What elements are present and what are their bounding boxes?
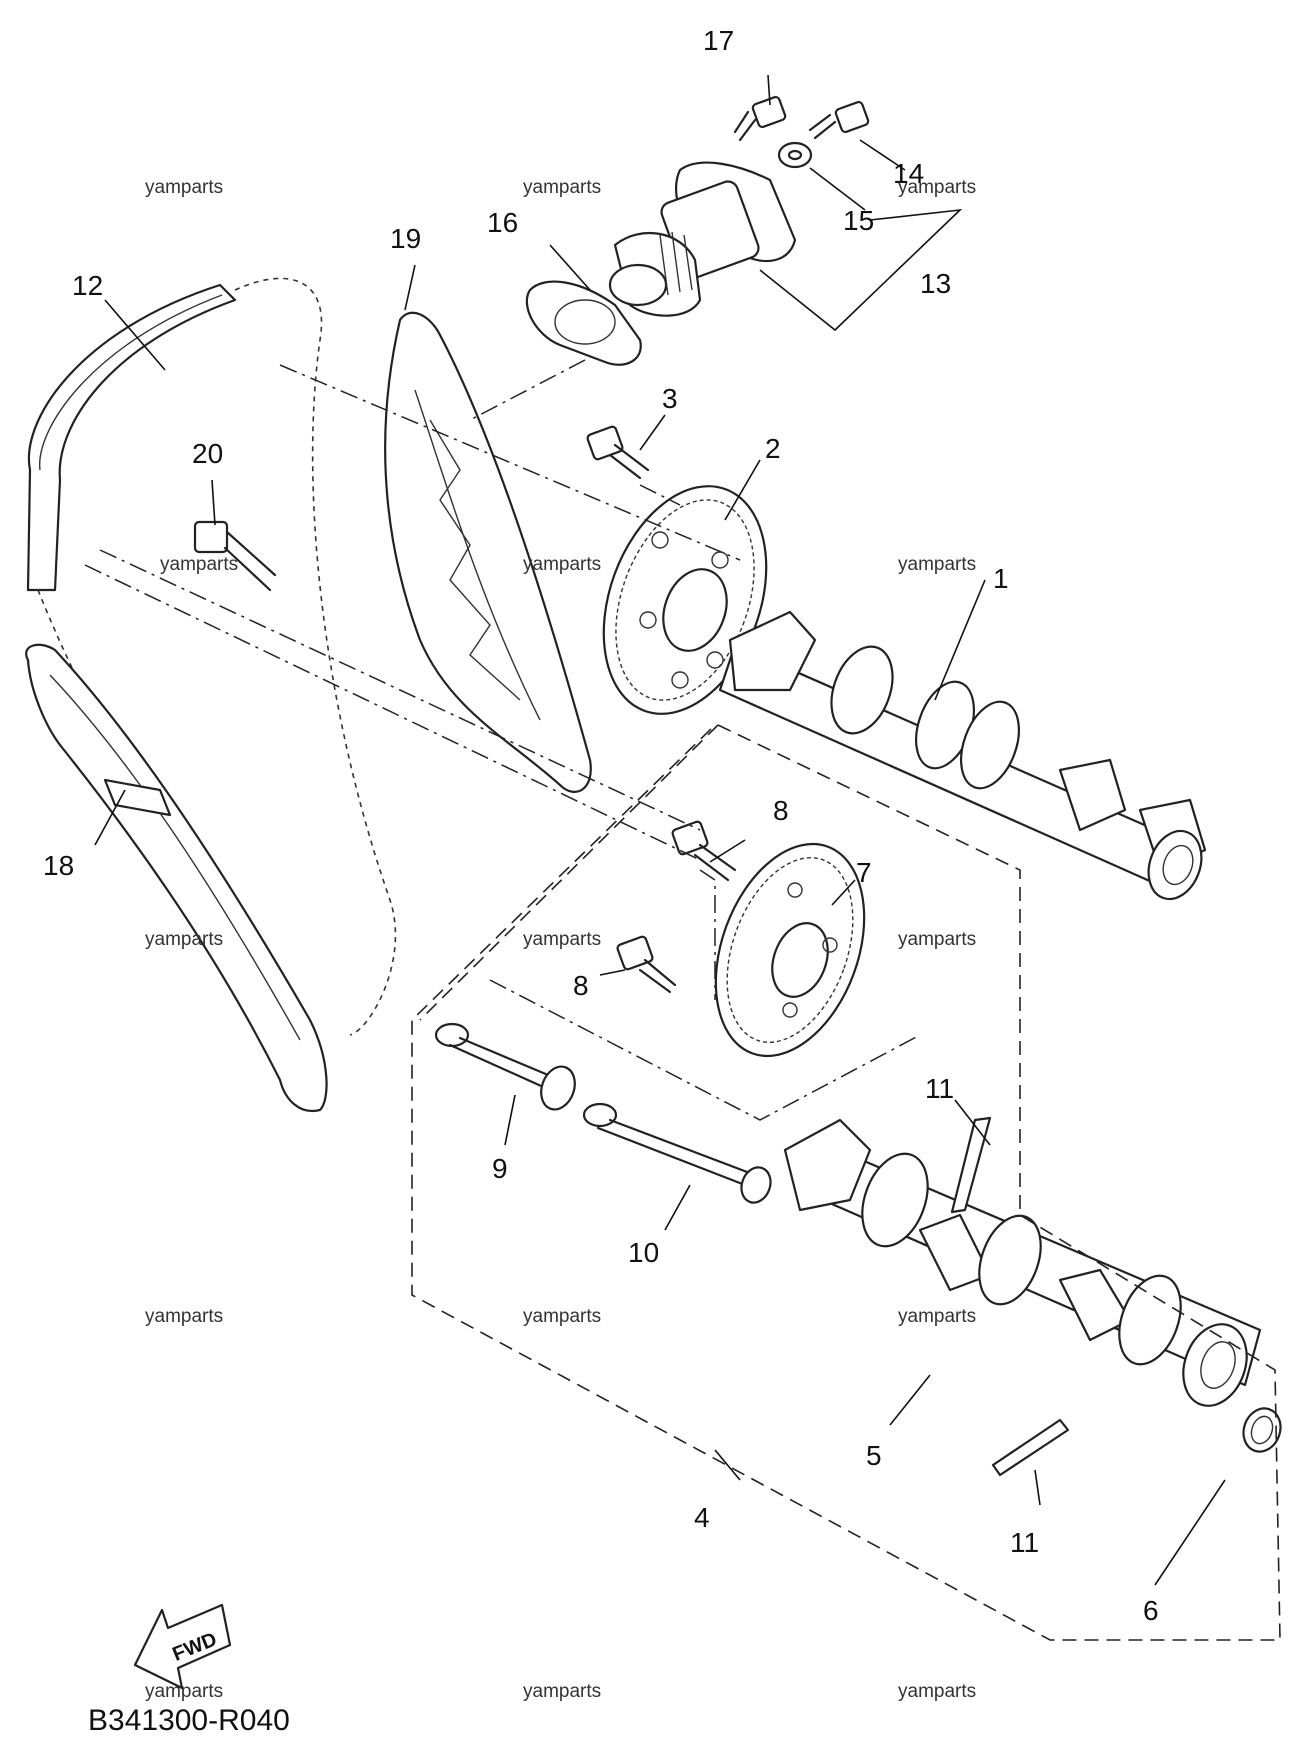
callout-2: 2 (765, 433, 781, 464)
watermark: yamparts (145, 177, 223, 198)
callout-16: 16 (487, 207, 518, 238)
shaft-9 (434, 1022, 576, 1111)
bolt-14 (808, 100, 870, 140)
assembly-outlines (84, 359, 1281, 1641)
chain-guide-18 (25, 643, 328, 1113)
callout-11-upper: 11 (925, 1073, 954, 1104)
callout-5: 5 (866, 1440, 882, 1471)
watermark: yamparts (160, 554, 238, 575)
watermark: yamparts (523, 177, 601, 198)
fwd-arrow-icon: FWD (133, 1603, 232, 1690)
callout-12: 12 (72, 270, 103, 301)
watermark: yamparts (898, 177, 976, 198)
leader-lines (94, 74, 1226, 1586)
bolt-20 (193, 520, 277, 592)
callout-20: 20 (192, 438, 223, 469)
callout-15: 15 (843, 205, 874, 236)
callout-10: 10 (628, 1237, 659, 1268)
cam-chain (26, 277, 397, 1036)
callout-13: 13 (920, 268, 951, 299)
bolt-17 (733, 95, 787, 142)
watermark: yamparts (898, 1681, 976, 1702)
callout-1: 1 (993, 563, 1009, 594)
watermark: yamparts (523, 1681, 601, 1702)
callout-9: 9 (492, 1153, 508, 1184)
bolt-3 (586, 425, 650, 480)
watermark: yamparts (145, 929, 223, 950)
ring-6 (1242, 1407, 1282, 1453)
callout-19: 19 (390, 223, 421, 254)
watermark: yamparts (145, 1306, 223, 1327)
callout-14: 14 (893, 158, 924, 189)
watermark: yamparts (523, 929, 601, 950)
callout-17: 17 (703, 25, 734, 56)
callout-18: 18 (43, 850, 74, 881)
watermark: yamparts (898, 929, 976, 950)
bolt-8-lower (616, 935, 677, 994)
watermark: yamparts (898, 554, 976, 575)
watermark: yamparts (898, 1306, 976, 1327)
watermark: yamparts (145, 1681, 223, 1702)
callout-8-lower: 8 (573, 970, 589, 1001)
callout-3: 3 (662, 383, 678, 414)
sprocket-2 (602, 485, 768, 715)
camshaft-1 (718, 610, 1207, 901)
washer-15 (777, 141, 813, 169)
callouts: 1 2 3 4 5 6 7 8 8 9 10 11 11 12 13 14 15… (43, 25, 1159, 1626)
watermarks: yamparts yamparts yamparts yamparts yamp… (145, 177, 976, 1702)
callout-4: 4 (694, 1502, 710, 1533)
sprocket-7 (714, 842, 866, 1058)
callout-7: 7 (856, 857, 872, 888)
camshaft-5 (783, 1118, 1262, 1407)
callout-8-upper: 8 (773, 795, 789, 826)
diagram-code: B341300-R040 (88, 1704, 290, 1737)
shaft-10 (582, 1102, 772, 1204)
tensioner-assembly (608, 161, 797, 317)
callout-6: 6 (1143, 1595, 1159, 1626)
pin-11-upper (950, 1116, 992, 1214)
pin-11-lower (991, 1418, 1070, 1477)
gasket-16 (525, 280, 642, 366)
watermark: yamparts (523, 554, 601, 575)
watermark: yamparts (523, 1306, 601, 1327)
callout-11-lower: 11 (1010, 1527, 1039, 1558)
chain-guide-19 (384, 311, 592, 793)
